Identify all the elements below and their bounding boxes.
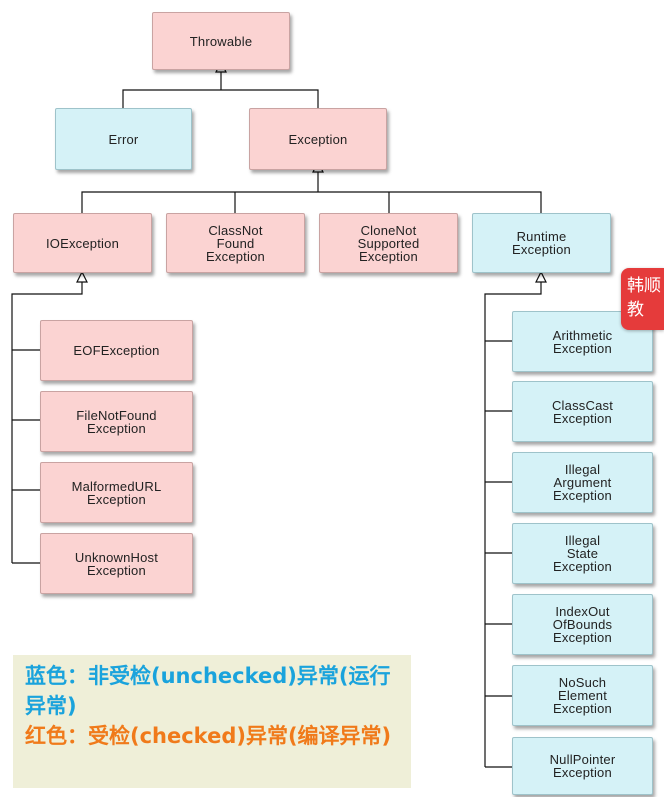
watermark-badge: 韩顺 教	[621, 268, 664, 330]
node-filenotfound: FileNotFound Exception	[40, 391, 193, 452]
connector-exception	[81, 172, 542, 213]
connector-runtime	[484, 282, 542, 768]
legend-unchecked: 蓝色：非受检(unchecked)异常(运行异常)	[25, 664, 391, 718]
connector-throwable	[122, 72, 319, 108]
node-clonenotsupported: CloneNot Supported Exception	[319, 213, 458, 273]
node-unknownhost: UnknownHost Exception	[40, 533, 193, 594]
node-throwable: Throwable	[152, 12, 290, 70]
node-exception: Exception	[249, 108, 387, 170]
node-nullpointer: NullPointer Exception	[512, 737, 653, 795]
node-runtime: Runtime Exception	[472, 213, 611, 273]
node-ioexception: IOException	[13, 213, 152, 273]
node-classnotfound: ClassNot Found Exception	[166, 213, 305, 273]
color-legend: 蓝色：非受检(unchecked)异常(运行异常) 红色：受检(checked)…	[13, 655, 411, 788]
arrowhead-ioexception	[76, 270, 88, 283]
node-error: Error	[55, 108, 192, 170]
node-illegalargument: Illegal Argument Exception	[512, 452, 653, 513]
arrowhead-runtime	[535, 270, 547, 283]
node-classcast: ClassCast Exception	[512, 381, 653, 442]
node-malformedurl: MalformedURL Exception	[40, 462, 193, 523]
node-arithmetic: Arithmetic Exception	[512, 311, 653, 372]
legend-checked: 红色：受检(checked)异常(编译异常)	[25, 724, 392, 748]
connector-ioexception	[11, 282, 83, 564]
node-eof: EOFException	[40, 320, 193, 381]
node-nosuchelement: NoSuch Element Exception	[512, 665, 653, 726]
node-illegalstate: Illegal State Exception	[512, 523, 653, 584]
node-indexoutofbounds: IndexOut OfBounds Exception	[512, 594, 653, 655]
